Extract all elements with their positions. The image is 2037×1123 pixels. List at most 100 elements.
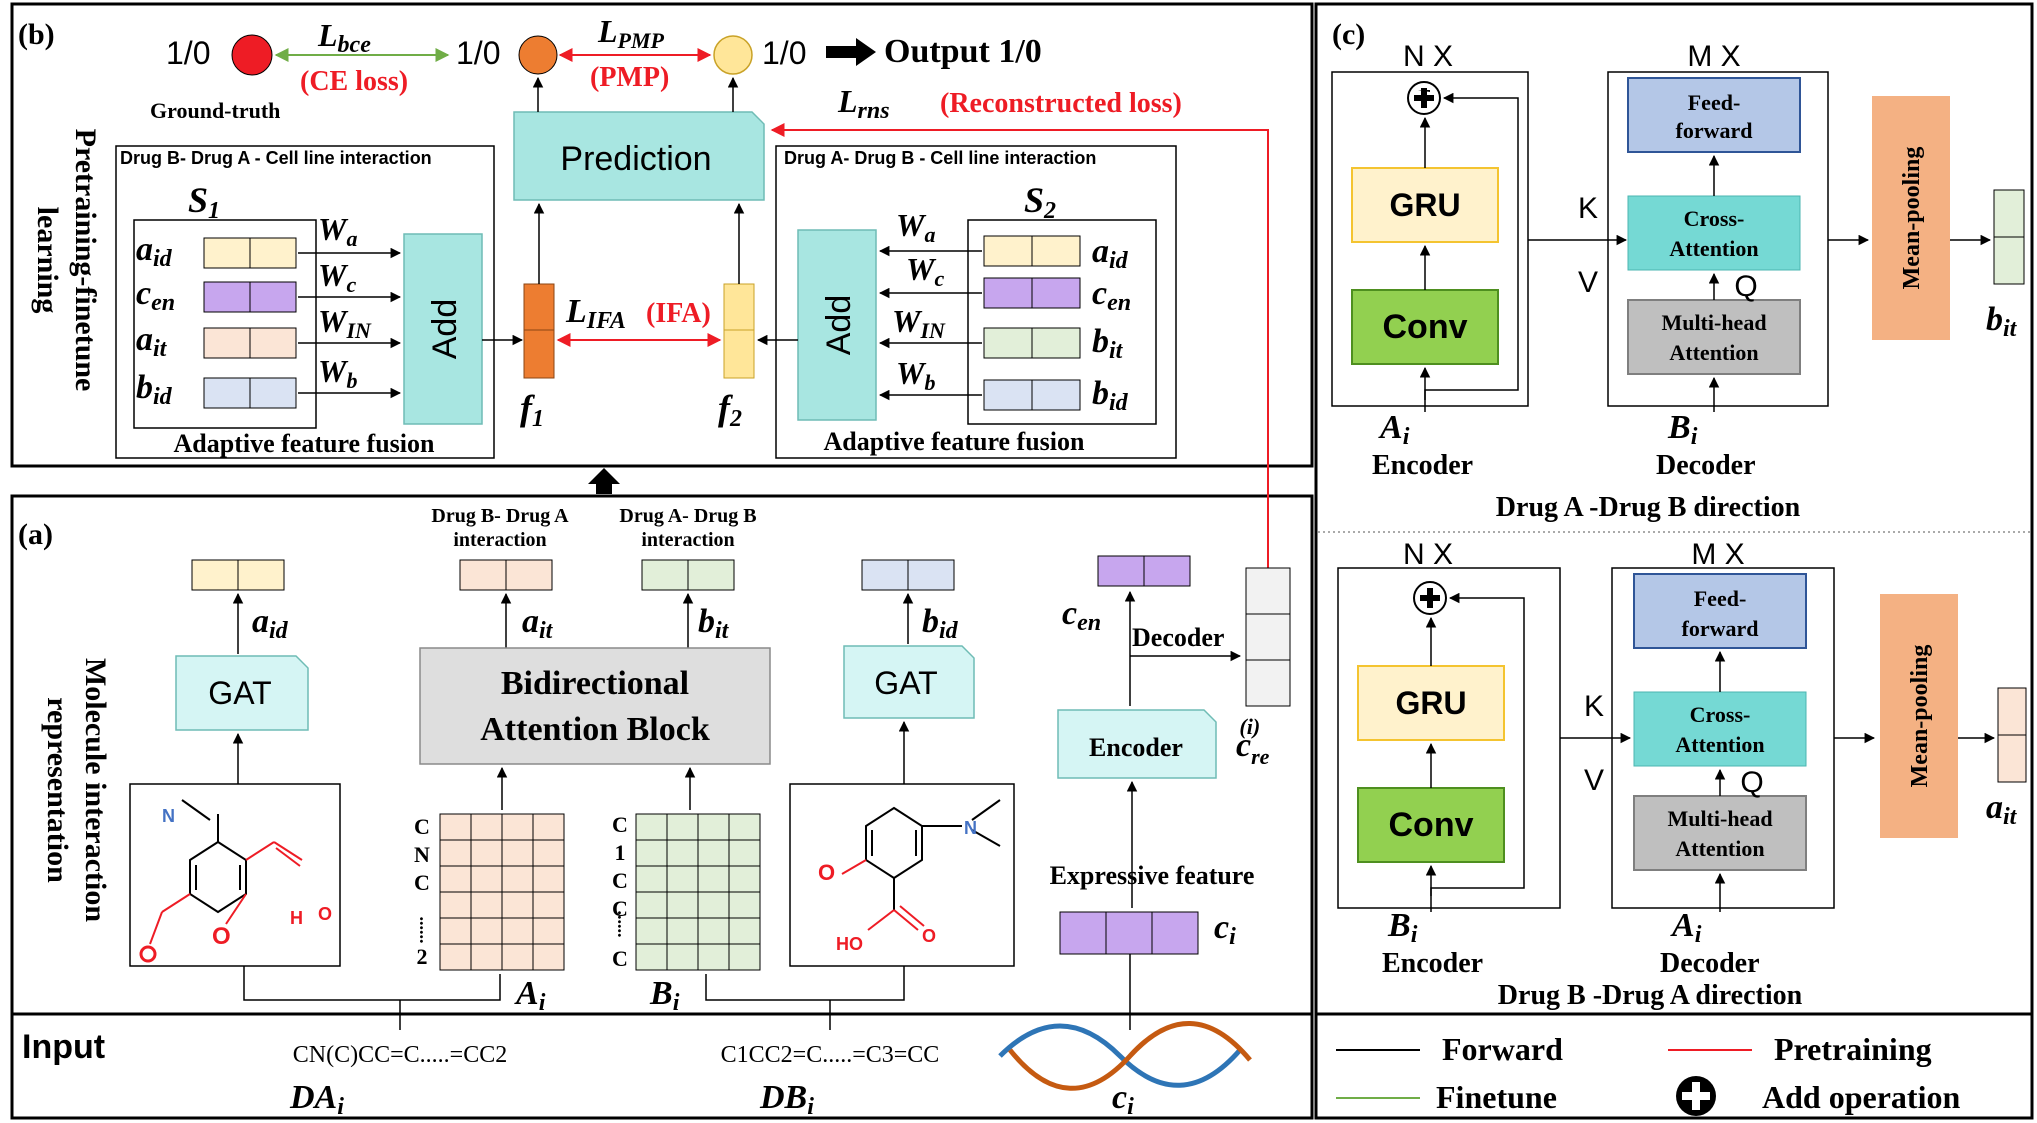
- f2-label: f2: [718, 388, 742, 432]
- ground-truth-node: [231, 34, 273, 76]
- up-arrow-icon: [588, 468, 620, 494]
- top-feedforward-box: [1627, 77, 1801, 153]
- bottom-mx: M X: [1691, 538, 1744, 571]
- c-i-label: ci: [1214, 909, 1236, 950]
- right-feature-b-it: bit: [1092, 323, 1124, 364]
- encoder-box: [1057, 709, 1217, 779]
- left-add-box: [403, 233, 483, 425]
- loss-ifa-desc: (IFA): [646, 298, 711, 329]
- prediction-box: [513, 111, 765, 201]
- legend-finetune: Finetune: [1436, 1079, 1557, 1115]
- right-feature-b-id: bid: [1092, 375, 1129, 416]
- left-feature-a-id: aid: [136, 231, 173, 272]
- right-weight-a: Wa: [896, 207, 935, 247]
- bottom-q: Q: [1740, 766, 1763, 799]
- top-decoder-label: Decoder: [1656, 450, 1756, 481]
- top-q: Q: [1734, 270, 1757, 303]
- seq-a-letter-4: 2: [417, 944, 428, 969]
- expression-wave-blue: [998, 1023, 1242, 1088]
- expression-wave-orange: [1008, 1021, 1252, 1091]
- expressive-feature-label: Expressive feature: [1050, 861, 1255, 890]
- input-frame: [10, 1012, 1314, 1120]
- bottom-feed-2: forward: [1682, 616, 1759, 641]
- legend-add-op: Add operation: [1762, 1079, 1960, 1115]
- right-weights: Wa Wc WIN Wb: [878, 207, 982, 401]
- bottom-direction-label: Drug B -Drug A direction: [1498, 980, 1803, 1011]
- c-en-label: cen: [1062, 595, 1101, 636]
- bottom-enc-input: Bi: [1387, 907, 1418, 948]
- mol-b-ho-atom: HO: [836, 934, 863, 954]
- left-box-title: Drug B- Drug A - Cell line interaction: [120, 148, 432, 168]
- ground-truth-label: Ground-truth: [150, 98, 280, 123]
- top-meanpool-box: [1872, 96, 1950, 340]
- bottom-gru-box: [1357, 665, 1505, 741]
- output-label: Output 1/0: [884, 33, 1042, 70]
- bottom-v: V: [1584, 764, 1604, 797]
- left-feature-a-it: ait: [136, 321, 168, 362]
- bidirectional-attention-block: [419, 647, 771, 765]
- top-feed-1: Feed-: [1688, 90, 1741, 115]
- bottom-k: K: [1584, 690, 1604, 723]
- f2-vector: [723, 283, 755, 379]
- left-weights: Wa Wc WIN Wb: [298, 211, 402, 399]
- seq-a-letter-2: C: [414, 870, 430, 895]
- c-re-vector: [1245, 567, 1291, 707]
- top-conv-box: [1351, 289, 1499, 365]
- ba-interaction-title-2: interaction: [453, 529, 546, 551]
- seq-a-letter-3: ......: [416, 917, 436, 944]
- smiles-b: C1CC2=C.....=C3=CC: [721, 1042, 940, 1068]
- gat-left-label: GAT: [208, 675, 271, 711]
- molecule-b-structure: [841, 799, 1001, 931]
- seq-a-letter-0: C: [414, 814, 430, 839]
- left-s: S1: [188, 180, 220, 224]
- mol-a-o-atom-1: O: [318, 904, 332, 924]
- top-v: V: [1578, 266, 1598, 299]
- prediction-label: Prediction: [560, 140, 711, 178]
- legend-forward: Forward: [1442, 1031, 1563, 1067]
- bottom-nx: N X: [1403, 538, 1453, 571]
- c-re-label: cre(i): [1236, 714, 1270, 769]
- top-enc-input: Ai: [1378, 409, 1410, 450]
- seq-b-letter-5: C: [612, 946, 628, 971]
- seq-a-letter-1: N: [414, 842, 430, 867]
- top-direction-label: Drug A -Drug B direction: [1496, 492, 1801, 523]
- molecule-a-structure: [149, 799, 303, 945]
- top-encoder-label: Encoder: [1372, 450, 1473, 481]
- mol-b-n-atom: N: [964, 818, 977, 838]
- bottom-cross-2: Attention: [1675, 732, 1764, 757]
- right-s: S2: [1024, 180, 1056, 224]
- ba-interaction-title-1: Drug B- Drug A: [431, 505, 569, 527]
- recon-loss-line: [770, 123, 1269, 568]
- left-fusion-label: Adaptive feature fusion: [174, 429, 436, 458]
- da-i-label: DAi: [289, 1079, 344, 1120]
- right-fusion-label: Adaptive feature fusion: [824, 427, 1086, 456]
- left-feature-vectors: aid cen ait bid: [136, 231, 297, 410]
- matrix-a: [439, 813, 565, 971]
- loss-ifa: LIFA: [565, 293, 626, 334]
- bottom-decoder-label: Decoder: [1660, 948, 1760, 979]
- molecule-a-box: [129, 783, 341, 967]
- top-cross-attention-box: [1627, 195, 1801, 271]
- top-gru-label: GRU: [1389, 187, 1460, 223]
- b-i-label: Bi: [649, 975, 680, 1016]
- panel-b-side-title-2: learning: [31, 207, 64, 314]
- right-value: 1/0: [762, 35, 806, 71]
- loss-rns-desc: (Reconstructed loss): [940, 88, 1182, 119]
- molecule-b-box: [789, 783, 1015, 967]
- matrix-b: [635, 813, 761, 971]
- mol-b-o2-atom: O: [922, 926, 936, 946]
- encoder-label: Encoder: [1089, 733, 1183, 762]
- right-weight-in: WIN: [892, 303, 946, 343]
- bottom-meanpool-box: [1880, 594, 1958, 838]
- bottom-output-label: ait: [1986, 789, 2018, 830]
- bottom-dec-input: Ai: [1670, 907, 1702, 948]
- right-feature-a-id: aid: [1092, 233, 1129, 274]
- loss-bce-desc: (CE loss): [300, 66, 408, 97]
- bottom-feedforward-box: [1633, 573, 1807, 649]
- seq-b-letter-4: ......: [614, 911, 634, 938]
- top-cross-2: Attention: [1669, 236, 1758, 261]
- left-weight-c: Wc: [318, 257, 356, 297]
- db-i-label: DBi: [759, 1079, 814, 1120]
- output-arrow-icon: [826, 38, 876, 66]
- mol-a-h-atom: H: [290, 908, 303, 928]
